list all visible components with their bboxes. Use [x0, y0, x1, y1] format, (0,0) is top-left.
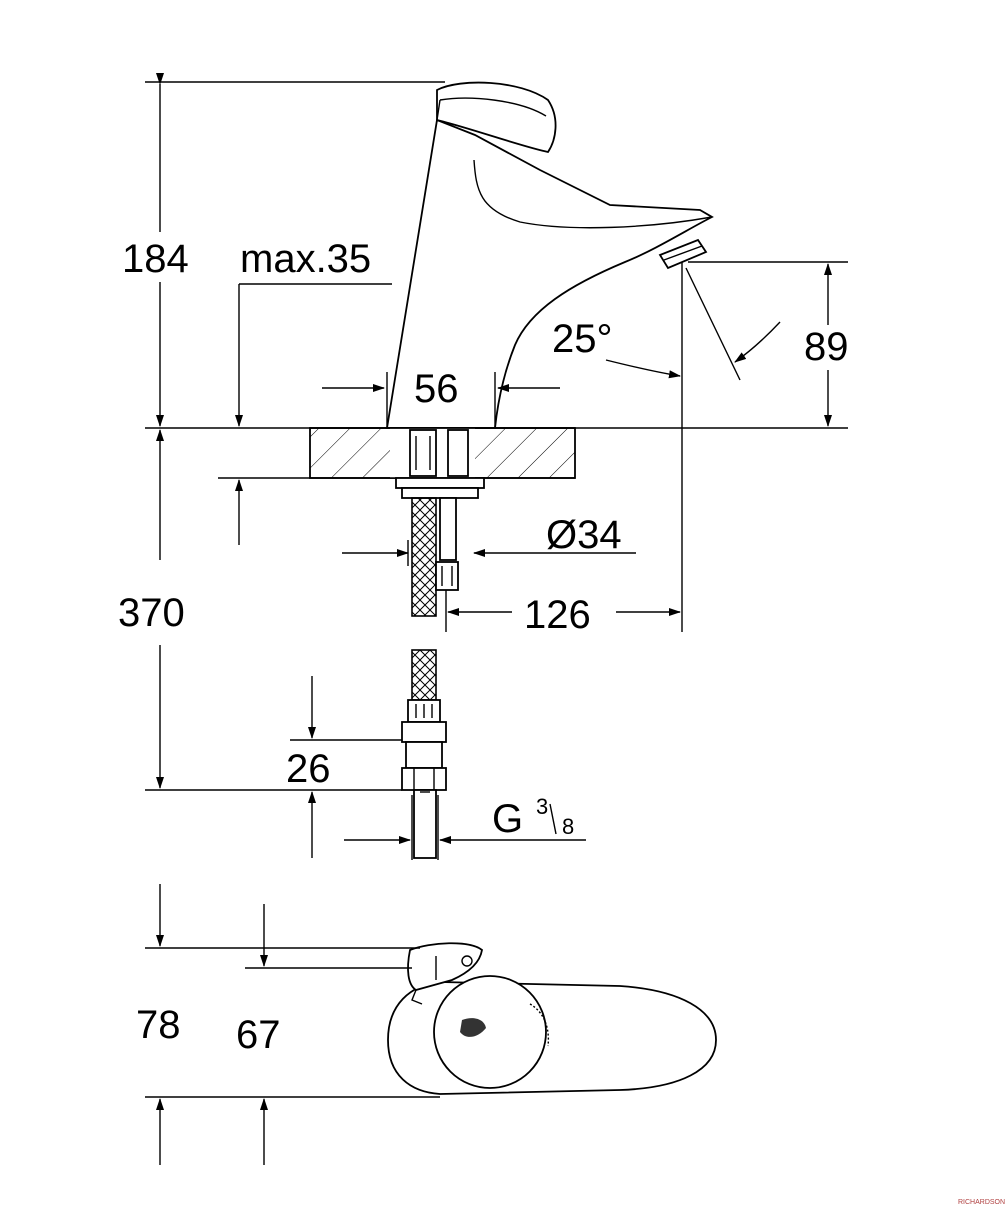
label-25-deg: 25°	[552, 317, 613, 361]
top-view-dimensions	[145, 884, 440, 1165]
watermark: RICHARDSON	[958, 1199, 1005, 1206]
label-78: 78	[136, 1003, 181, 1047]
label-26: 26	[286, 747, 331, 791]
label-126: 126	[524, 593, 591, 637]
dimension-lines	[145, 73, 848, 860]
worktop-section	[309, 427, 576, 499]
label-67: 67	[236, 1013, 281, 1057]
faucet-side-view	[385, 81, 714, 429]
label-thread-size: G 3 8	[492, 794, 574, 841]
faucet-top-view	[387, 942, 717, 1095]
thread-denominator: 8	[562, 814, 574, 839]
supply-hose	[401, 497, 459, 859]
label-184: 184	[122, 237, 189, 281]
thread-main: G	[492, 797, 523, 841]
label-370: 370	[118, 591, 185, 635]
label-89: 89	[804, 325, 849, 369]
label-diameter-34: Ø34	[546, 513, 622, 557]
label-56: 56	[414, 367, 459, 411]
brand-logo-icon	[460, 1003, 550, 1047]
label-max35: max.35	[240, 237, 371, 281]
thread-numerator: 3	[536, 794, 548, 819]
